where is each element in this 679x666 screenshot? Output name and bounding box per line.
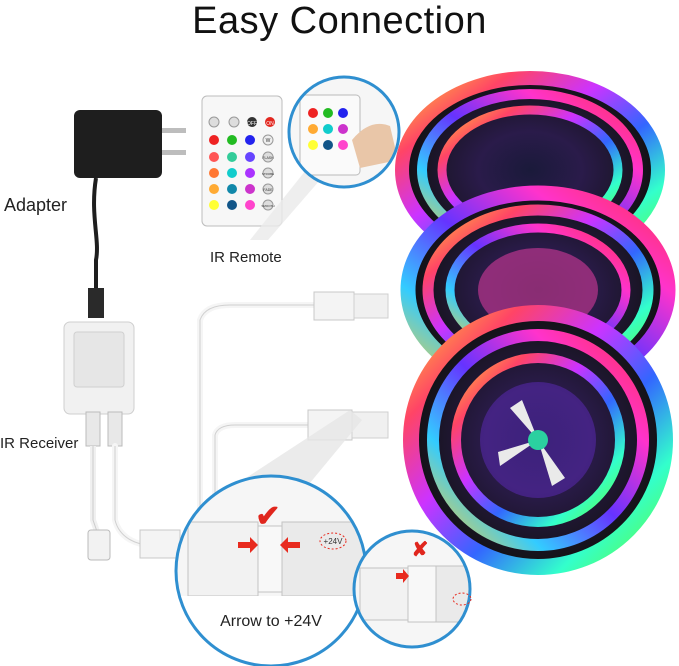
remote-white-text: W	[266, 138, 271, 144]
cross-mark-icon: ✘	[412, 539, 429, 561]
page-title: Easy Connection	[192, 0, 487, 42]
power-adapter	[74, 110, 186, 318]
remote-smooth-text: SMOOTH	[261, 204, 274, 208]
strip-connector-bottom	[139, 529, 181, 559]
remote-off-text: OFF	[247, 121, 257, 127]
remote-fade-text: FADE	[263, 188, 273, 192]
remote-strobe-text: STROBE	[262, 172, 274, 176]
ir-remote: OFF ON W FLASH STROBE FADE SMOOTH	[201, 95, 283, 227]
remote-zoom-circle	[250, 75, 401, 240]
ir-receiver-label: IR Receiver	[0, 435, 79, 452]
adapter-label: Adapter	[4, 195, 68, 215]
ir-receiver	[63, 321, 135, 561]
remote-on-text: ON	[266, 121, 274, 127]
check-mark-icon: ✔	[255, 500, 280, 533]
ir-remote-label: IR Remote	[210, 249, 282, 266]
correct-connection-zoom: +24V ✔ Arrow to +24V	[174, 474, 368, 666]
remote-flash-text: FLASH	[262, 156, 274, 160]
led-reel-bottom	[403, 305, 673, 575]
arrow-caption: Arrow to +24V	[220, 613, 322, 630]
strip-connector-top	[313, 291, 389, 321]
wrong-connection-zoom: ✘	[352, 529, 472, 649]
voltage-mark-correct: +24V	[324, 537, 344, 546]
